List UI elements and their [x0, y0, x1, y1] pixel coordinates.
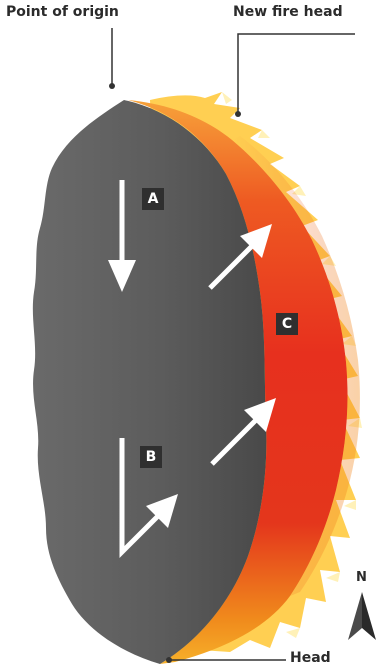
- badge-c: C: [276, 313, 298, 335]
- badge-b: B: [140, 446, 162, 468]
- north-arrow-icon: [348, 592, 376, 640]
- point-of-origin-label: Point of origin: [6, 4, 119, 20]
- new-head-leader-dot: [235, 111, 241, 117]
- badge-a: A: [142, 188, 164, 210]
- origin-leader-dot: [109, 83, 115, 89]
- new-fire-head-label: New fire head: [233, 4, 343, 20]
- new-head-leader-line: [238, 34, 355, 112]
- head-leader-dot: [166, 657, 172, 663]
- north-letter: N: [356, 570, 367, 585]
- head-label: Head: [290, 650, 331, 666]
